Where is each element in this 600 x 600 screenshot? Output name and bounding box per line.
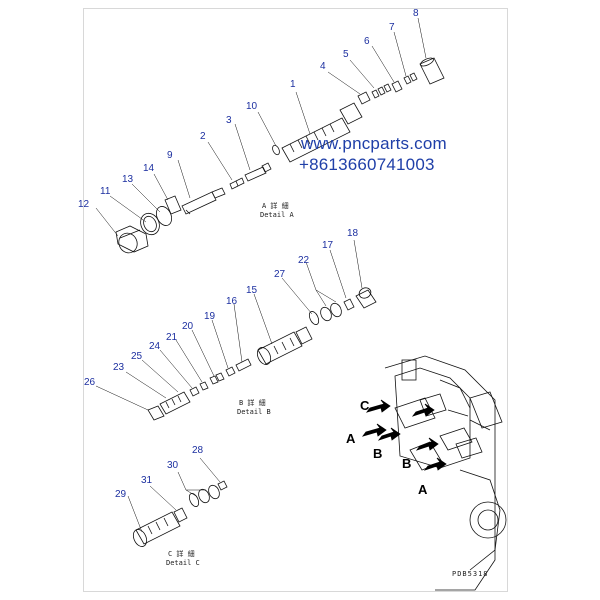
callout-3: 3 (226, 115, 232, 126)
watermark-website: www.pncparts.com (301, 134, 447, 153)
detail-a-parts (115, 57, 445, 254)
detail-b-caption: Detail B (237, 408, 271, 416)
callout-4: 4 (320, 61, 326, 72)
detail-a-caption-jp: A 詳 細 (262, 202, 289, 210)
callout-29: 29 (115, 489, 127, 500)
detail-a-leaders (95, 17, 427, 237)
view-arrows (361, 399, 447, 471)
callout-18: 18 (347, 228, 359, 239)
callout-5: 5 (343, 49, 349, 60)
callout-7: 7 (389, 22, 395, 33)
view-label-a-bottom: A (418, 482, 428, 497)
detail-b-parts (147, 287, 377, 421)
detail-c-leaders (127, 457, 221, 533)
detail-c-parts (132, 480, 228, 547)
callout-13: 13 (122, 174, 134, 185)
callout-28: 28 (192, 445, 204, 456)
callout-14: 14 (143, 163, 155, 174)
callout-19: 19 (204, 311, 216, 322)
view-label-b-left: B (373, 446, 383, 461)
callout-9: 9 (167, 150, 173, 161)
callout-25: 25 (131, 351, 143, 362)
callout-26: 26 (84, 377, 96, 388)
callout-17: 17 (322, 240, 334, 251)
view-label-b-right: B (402, 456, 412, 471)
watermark-phone: +8613660741003 (299, 155, 435, 174)
callout-15: 15 (246, 285, 258, 296)
view-label-a-left: A (346, 431, 356, 446)
callout-1: 1 (290, 79, 296, 90)
callout-24: 24 (149, 341, 161, 352)
detail-b-caption-jp: B 詳 細 (239, 399, 266, 407)
callout-11: 11 (100, 186, 111, 197)
detail-c-caption-jp: C 詳 細 (168, 550, 195, 558)
callout-31: 31 (141, 475, 153, 486)
callout-8: 8 (413, 8, 419, 19)
detail-b-leaders (95, 239, 363, 411)
callout-16: 16 (226, 296, 238, 307)
drawing-code: PDB5318 (452, 570, 489, 578)
callout-22: 22 (298, 255, 310, 266)
callout-23: 23 (113, 362, 125, 373)
detail-a-caption: Detail A (260, 211, 294, 219)
detail-c-caption: Detail C (166, 559, 200, 567)
callout-30: 30 (167, 460, 179, 471)
callout-2: 2 (200, 131, 206, 142)
view-label-c: C (360, 398, 370, 413)
callout-12: 12 (78, 199, 90, 210)
callout-10: 10 (246, 101, 258, 112)
callout-20: 20 (182, 321, 194, 332)
callout-21: 21 (166, 332, 178, 343)
pump-housing-view (384, 355, 507, 591)
callout-27: 27 (274, 269, 286, 280)
callout-6: 6 (364, 36, 370, 47)
